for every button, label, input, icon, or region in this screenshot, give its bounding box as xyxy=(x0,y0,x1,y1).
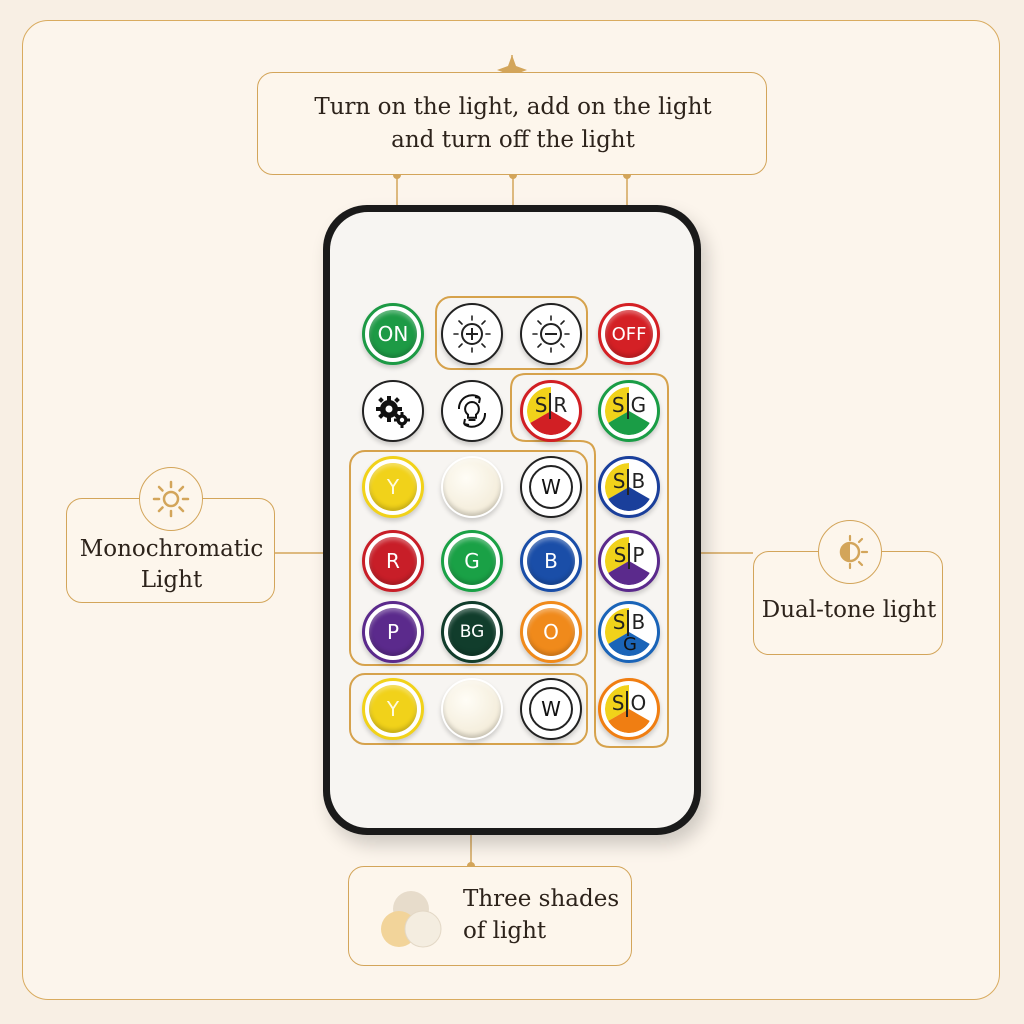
callout-dual-tone: Dual-tone light xyxy=(753,551,943,655)
dual-button-sr-label-a: S xyxy=(534,393,548,417)
group-brightness xyxy=(435,296,588,370)
callout-power-line1: Turn on the light, add on the light xyxy=(314,94,712,120)
mono-button-w[interactable]: W xyxy=(520,456,582,518)
dual-button-so-divider xyxy=(626,691,629,717)
mono-button-w-label: W xyxy=(541,475,561,499)
off-button[interactable]: OFF xyxy=(598,303,660,365)
brightness-down-icon xyxy=(532,315,570,353)
mono-button-p-label: P xyxy=(386,620,400,644)
bulb-cycle-icon xyxy=(457,394,487,428)
shade-button-warm[interactable] xyxy=(441,678,503,740)
dual-button-sr-divider xyxy=(549,393,552,419)
half-sun-icon-badge xyxy=(818,520,882,584)
group-shades xyxy=(349,673,588,745)
mono-button-p[interactable]: P xyxy=(362,601,424,663)
dual-button-sp-divider xyxy=(628,543,631,569)
off-button-label: OFF xyxy=(611,323,647,345)
brightness-down-button[interactable] xyxy=(520,303,582,365)
shade-button-y[interactable]: Y xyxy=(362,678,424,740)
callout-mono-line2: Light xyxy=(140,567,203,593)
sun-icon xyxy=(152,480,190,518)
mono-button-y[interactable]: Y xyxy=(362,456,424,518)
on-button-label: ON xyxy=(377,322,409,346)
dual-button-so-label-a: S xyxy=(611,691,625,715)
mono-button-r-label: R xyxy=(386,549,400,573)
dual-button-so-label-b: O xyxy=(630,691,647,715)
dual-button-sg-divider xyxy=(626,393,629,419)
callout-shades-line1: Three shades xyxy=(463,886,620,912)
mono-button-g-label: G xyxy=(464,549,480,573)
dual-button-sb-label-a: S xyxy=(612,469,626,493)
dual-button-sbg-divider xyxy=(627,610,630,636)
mono-button-o-label: O xyxy=(543,620,559,644)
settings-button[interactable] xyxy=(362,380,424,442)
dual-button-sb-label-b: B xyxy=(631,469,646,493)
shade-button-w-label: W xyxy=(541,697,561,721)
mono-button-bg[interactable]: BG xyxy=(441,601,503,663)
dual-button-sbg-label-a: S xyxy=(612,610,626,634)
mono-button-b[interactable]: B xyxy=(520,530,582,592)
callout-shades-line2: of light xyxy=(463,918,547,944)
group-dual-tone xyxy=(510,373,669,748)
mono-button-warm[interactable] xyxy=(441,456,503,518)
mono-button-y-label: Y xyxy=(386,475,400,499)
group-monochromatic xyxy=(349,450,588,666)
half-sun-icon xyxy=(839,534,869,570)
on-button[interactable]: ON xyxy=(362,303,424,365)
shade-button-y-label: Y xyxy=(386,697,400,721)
brightness-up-button[interactable] xyxy=(441,303,503,365)
dual-button-sbg-label-b: B xyxy=(631,610,646,634)
callout-three-shades: Three shades of light xyxy=(348,866,632,966)
dual-button-sg-label-a: S xyxy=(611,393,625,417)
dual-button-sbg-label-c: G xyxy=(623,634,637,655)
mode-button[interactable] xyxy=(441,380,503,442)
mono-button-r[interactable]: R xyxy=(362,530,424,592)
shade-button-w[interactable]: W xyxy=(520,678,582,740)
callout-dual-line1: Dual-tone light xyxy=(761,597,937,623)
mono-button-bg-label: BG xyxy=(459,622,485,642)
brightness-up-icon xyxy=(453,315,491,353)
dual-button-sp-label-b: P xyxy=(632,543,645,567)
sun-icon-badge xyxy=(139,467,203,531)
gears-icon xyxy=(376,396,410,428)
callout-power-line2: and turn off the light xyxy=(391,127,635,153)
dual-button-sr-label-b: R xyxy=(553,393,568,417)
dual-button-sp-label-a: S xyxy=(613,543,627,567)
mono-button-o[interactable]: O xyxy=(520,601,582,663)
mono-button-b-label: B xyxy=(544,549,558,573)
mono-button-g[interactable]: G xyxy=(441,530,503,592)
callout-power-controls: Turn on the light, add on the light and … xyxy=(257,72,767,175)
callout-mono-line1: Monochromatic xyxy=(79,536,264,562)
dual-button-sb-divider xyxy=(627,469,630,495)
dual-button-sg-label-b: G xyxy=(630,393,647,417)
three-circles-icon xyxy=(381,891,442,948)
